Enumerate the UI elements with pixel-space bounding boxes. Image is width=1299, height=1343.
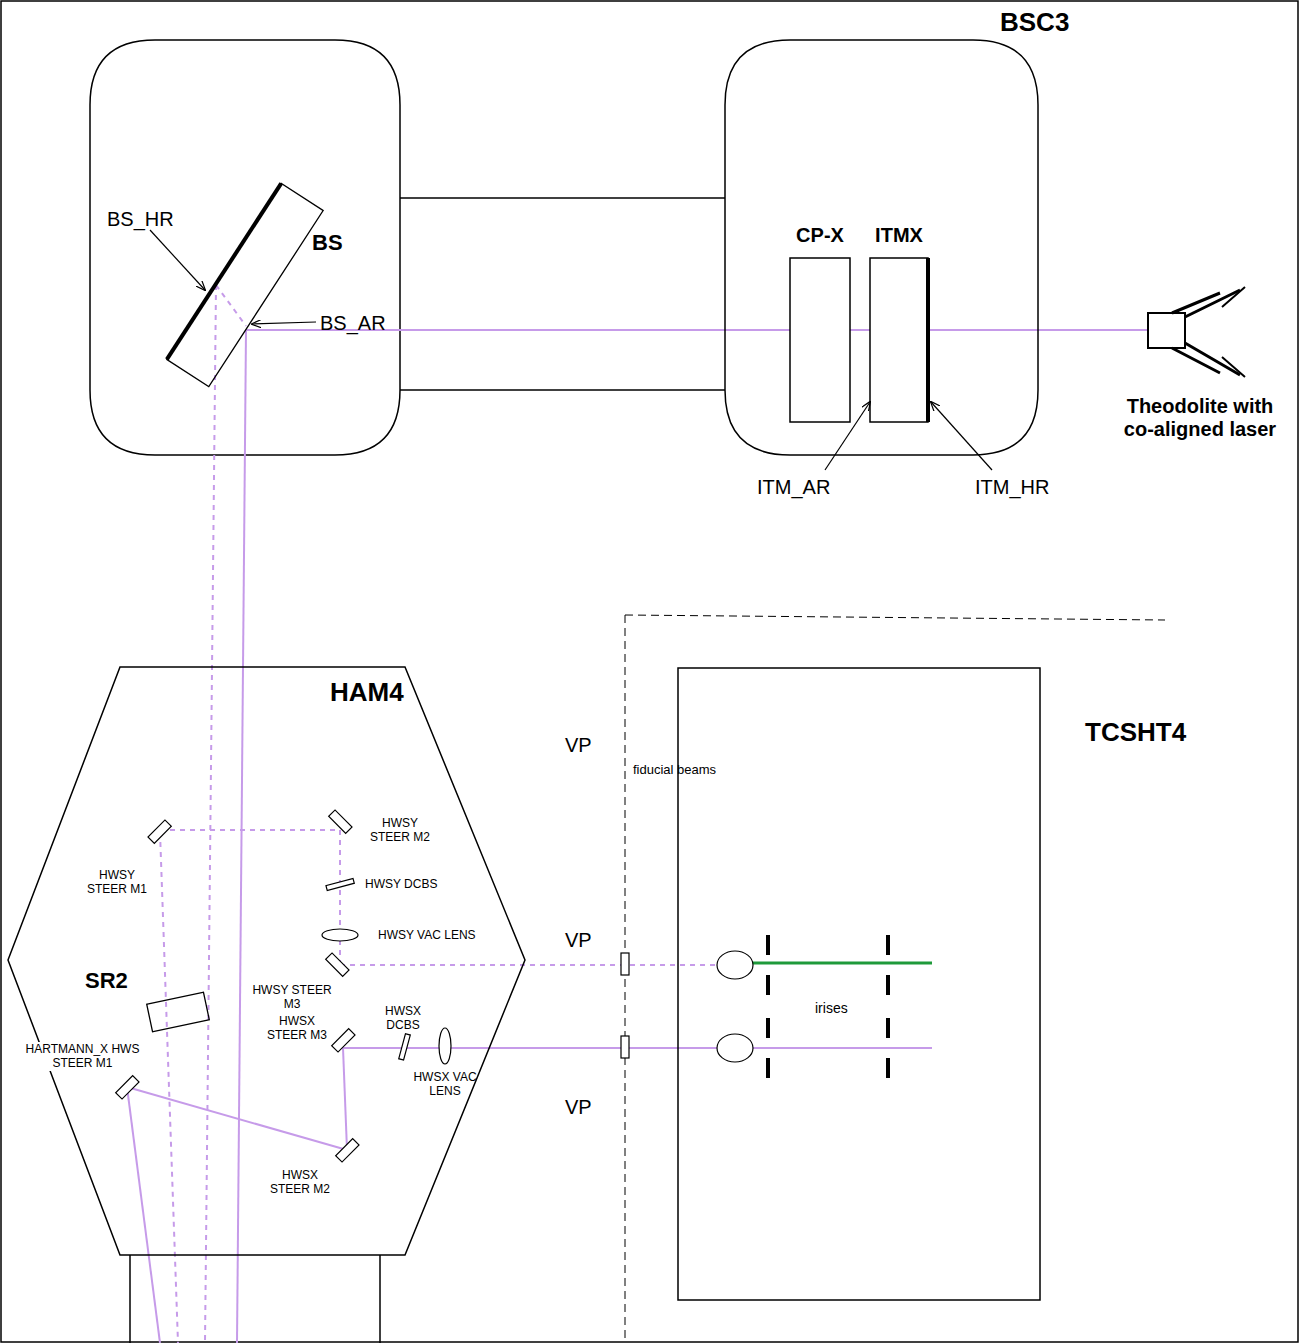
- vacuum-chamber: HAM4SR2: [8, 667, 525, 1255]
- part-label: ITM_AR: [757, 475, 830, 499]
- part-label: HWSY STEER M3: [252, 983, 332, 1012]
- suspended-mirror: SR2: [140, 960, 220, 1035]
- part-label: VP: [565, 733, 592, 757]
- node-label: BSC3: [1000, 8, 1069, 38]
- optical-table-outline: [678, 668, 1040, 1300]
- test-mass: ITMX: [870, 258, 928, 422]
- beam-splitter: BS: [140, 170, 350, 410]
- laser-beam: [850, 330, 870, 331]
- node-label: SR2: [85, 968, 128, 993]
- part-label: HWSY DCBS: [365, 877, 437, 891]
- part-label: HWSX STEER M3: [262, 1014, 332, 1043]
- part-label: ITM_HR: [975, 475, 1049, 499]
- part-label: HWSX DCBS: [378, 1004, 428, 1033]
- part-label: HWSY STEER M1: [82, 868, 152, 897]
- node-label: Theodolite with co-aligned laser: [1115, 395, 1285, 441]
- theodolite: Theodolite with co-aligned laser: [1110, 285, 1250, 380]
- suspended-mirror-outline: [140, 960, 220, 1035]
- part-label: HWSX VAC LENS: [410, 1070, 480, 1099]
- node-label: BS: [312, 230, 343, 255]
- part-label: BS_HR: [107, 207, 174, 231]
- part-label: HWSY STEER M2: [365, 816, 435, 845]
- compensation-plate: CP-X: [790, 258, 850, 422]
- test-mass-outline: [870, 258, 928, 422]
- part-label: VP: [565, 928, 592, 952]
- beam-splitter-outline: [140, 170, 350, 410]
- node-label: CP-X: [796, 224, 844, 247]
- part-label: VP: [565, 1095, 592, 1119]
- vacuum-chamber-outline: [8, 667, 525, 1255]
- vacuum-chamber: BSC3CP-XITMX: [725, 40, 1038, 455]
- compensation-plate-outline: [790, 258, 850, 422]
- node-label: HAM4: [330, 678, 404, 708]
- part-label: HWSY VAC LENS: [378, 928, 476, 942]
- part-label: BS_AR: [320, 311, 386, 335]
- laser-beam: [928, 330, 1150, 331]
- node-label: TCSHT4: [1085, 718, 1186, 748]
- optical-table: TCSHT4: [678, 668, 1040, 1300]
- theodolite-outline: [1110, 285, 1250, 380]
- part-label: HWSX STEER M2: [265, 1168, 335, 1197]
- part-label: irises: [815, 1000, 848, 1017]
- part-label: HARTMANN_X HWS STEER M1: [15, 1042, 150, 1071]
- part-label: fiducial beams: [633, 762, 716, 778]
- vacuum-chamber-outline: [725, 40, 1038, 455]
- node-label: ITMX: [875, 224, 923, 247]
